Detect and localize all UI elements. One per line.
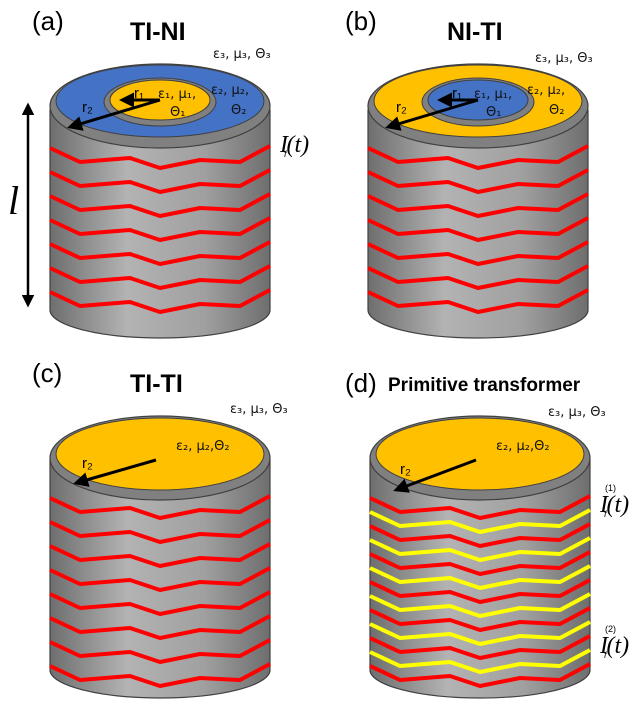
winding (49, 590, 271, 616)
winding-secondary (369, 592, 591, 618)
panel-a-shell-params-2: Θ₂ (231, 103, 246, 118)
panel-a-r1-label: r₁ (134, 85, 144, 102)
panel-d-r2-arrow (393, 458, 477, 493)
winding-secondary (369, 536, 591, 562)
panel-a-inner-params-2: Θ₁ (170, 105, 185, 120)
winding-primary (369, 494, 591, 520)
panel-a-inner-params-1: ε₁, μ₁, (158, 87, 196, 102)
panel-b-letter: (b) (345, 6, 377, 36)
panel-c-r2-label: r₂ (82, 455, 93, 472)
panel-d-core (375, 417, 585, 491)
panel-d-r2-label: r₂ (400, 461, 411, 478)
panel-c-core (55, 417, 265, 491)
winding-primary (369, 634, 591, 660)
panel-d-current2-label: If(t) (599, 633, 629, 660)
panel-b-r2-arrow (385, 98, 479, 131)
winding-primary (369, 578, 591, 604)
winding (49, 614, 271, 640)
panel-a: (a) TI-NI ε₃, μ₃, Θ₃ r₁ r₂ ε₁, μ₁, Θ₁ ε₂… (8, 6, 309, 339)
panel-c-core-params: ε₂, μ₂,Θ₂ (176, 439, 230, 454)
panel-a-letter: (a) (32, 6, 64, 36)
panel-d-windings (369, 494, 591, 688)
panel-b-outer-params: ε₃, μ₃, Θ₃ (535, 51, 593, 66)
winding (49, 542, 271, 568)
winding (367, 168, 589, 194)
panel-b: (b) NI-TI ε₃, μ₃, Θ₃ r₁ r₂ ε₁, μ₁, Θ₁ ε₂… (345, 6, 593, 339)
panel-d: (d) Primitive transformer ε₃, μ₃, Θ₃ r₂ … (345, 368, 629, 699)
panel-a-windings (49, 144, 271, 314)
panel-c-outer-params: ε₃, μ₃, Θ₃ (230, 402, 288, 417)
winding (367, 192, 589, 218)
winding-secondary (369, 648, 591, 674)
panel-b-windings (367, 144, 589, 314)
winding (367, 288, 589, 314)
winding (367, 144, 589, 170)
panel-b-r2-label: r₂ (396, 99, 407, 116)
panel-c-windings (49, 494, 271, 688)
winding-primary (369, 550, 591, 576)
winding (49, 192, 271, 218)
winding (49, 518, 271, 544)
panel-d-title: Primitive transformer (388, 375, 581, 396)
panel-b-inner-params-2: Θ₁ (486, 105, 501, 120)
winding (367, 240, 589, 266)
panel-c-cylinder-body (49, 459, 271, 699)
winding-primary (369, 522, 591, 548)
panel-a-r2-arrow (67, 98, 161, 131)
panel-d-outer-params: ε₃, μ₃, Θ₃ (548, 405, 606, 420)
panel-d-letter: (d) (345, 368, 377, 398)
winding (367, 264, 589, 290)
winding (49, 566, 271, 592)
panel-b-inner-params-1: ε₁, μ₁, (474, 87, 512, 102)
panel-a-shell-params-1: ε₂, μ₂, (211, 83, 249, 98)
winding-secondary (369, 620, 591, 646)
panel-b-shell-params-1: ε₂, μ₂, (527, 83, 565, 98)
winding (367, 216, 589, 242)
panel-a-title: TI-NI (130, 18, 186, 46)
panel-a-r2-label: r₂ (82, 99, 93, 116)
winding (49, 240, 271, 266)
panel-c: (c) TI-TI ε₃, μ₃, Θ₃ r₂ ε₂, μ₂,Θ₂ (32, 358, 288, 699)
panel-a-length-label: l (8, 178, 19, 223)
winding (49, 216, 271, 242)
panel-c-r2-arrow (73, 458, 157, 487)
winding-primary (369, 606, 591, 632)
panel-a-current-label: If(t) (279, 132, 309, 159)
winding (49, 264, 271, 290)
winding (49, 494, 271, 520)
panel-d-core-params: ε₂, μ₂,Θ₂ (496, 439, 550, 454)
panel-d-current1-sup: (1) (605, 483, 616, 493)
panel-b-title: NI-TI (447, 18, 503, 46)
panel-a-outer-params: ε₃, μ₃, Θ₃ (213, 47, 271, 62)
winding (49, 288, 271, 314)
winding (49, 168, 271, 194)
winding (49, 662, 271, 688)
panel-d-current2-sup: (2) (605, 624, 616, 634)
winding-secondary (369, 508, 591, 534)
panel-c-title: TI-TI (130, 370, 183, 398)
panel-c-letter: (c) (32, 358, 62, 388)
winding-primary (369, 662, 591, 688)
winding-secondary (369, 564, 591, 590)
winding (49, 638, 271, 664)
panel-b-shell-params-2: Θ₂ (549, 103, 564, 118)
panel-d-current1-label: If(t) (599, 492, 629, 519)
winding (49, 144, 271, 170)
panel-b-r1-label: r₁ (452, 85, 462, 102)
